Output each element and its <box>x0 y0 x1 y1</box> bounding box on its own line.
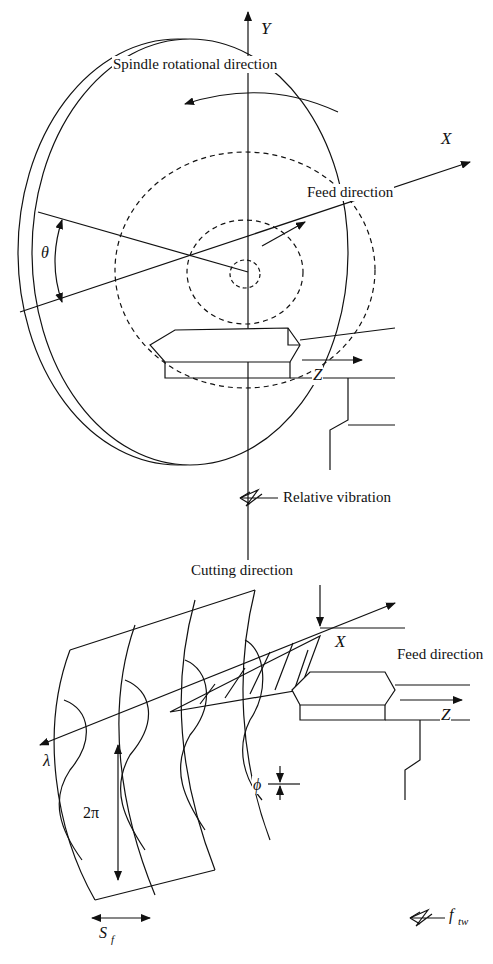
subscript: tw <box>457 915 469 927</box>
wavelength-label: λ <box>42 752 51 771</box>
period-label: 2π <box>82 804 100 822</box>
angle-label: θ <box>40 244 50 262</box>
frequency-symbol: f <box>448 906 454 924</box>
axis-label: Y <box>260 20 271 39</box>
feed-label: Feed direction <box>396 646 484 663</box>
cutting-label: Cutting direction <box>190 562 294 579</box>
feed-label: Feed direction <box>306 184 394 201</box>
axis-label: Z <box>312 366 323 385</box>
vibration-label: Relative vibration <box>282 489 392 506</box>
phase-label: ϕ <box>252 776 262 794</box>
subscript: f <box>110 933 115 945</box>
spacing-symbol: S <box>98 924 108 942</box>
axis-label: X <box>334 633 346 652</box>
axis-label: Z <box>440 706 451 725</box>
axis-label: X <box>440 130 452 149</box>
rotation-label: Spindle rotational direction <box>112 56 278 73</box>
